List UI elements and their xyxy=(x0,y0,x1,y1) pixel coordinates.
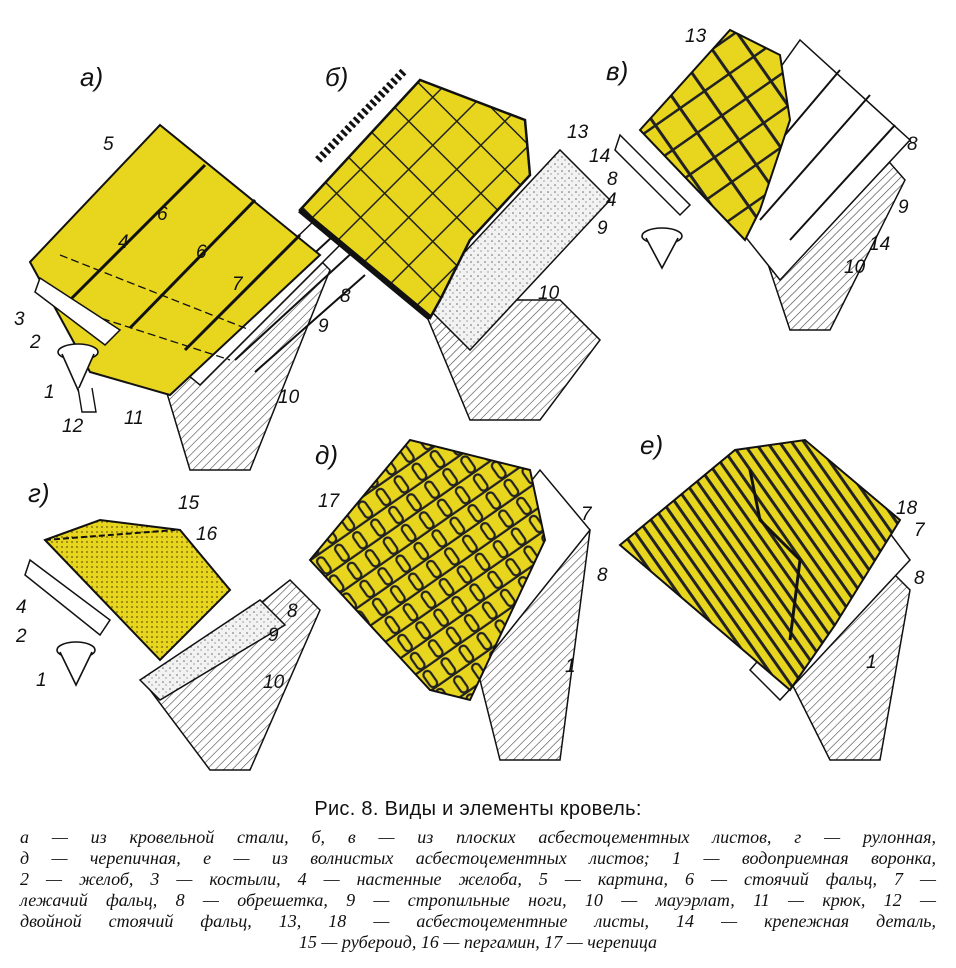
panel-label-d: д) xyxy=(315,440,339,470)
callout-v-8: 8 xyxy=(907,134,918,155)
caption-line: д — черепичная, е — из волнистых асбесто… xyxy=(20,848,936,868)
callout-e-1: 1 xyxy=(866,652,877,673)
panel-label-b: б) xyxy=(325,62,349,92)
callouts-e: 18 7 8 1 xyxy=(866,498,926,673)
callout-e-18: 18 xyxy=(896,498,918,519)
caption-line: 15 — рубероид, 16 — пергамин, 17 — череп… xyxy=(298,932,658,952)
callout-a-6b: 6 xyxy=(196,242,207,263)
callout-v-10: 10 xyxy=(844,257,866,278)
callout-a-6a: 6 xyxy=(157,204,168,225)
callouts-d: 17 7 8 1 xyxy=(318,491,608,677)
callout-b-13: 13 xyxy=(567,122,589,143)
callout-a-3: 3 xyxy=(14,309,25,330)
callout-g-9: 9 xyxy=(268,625,279,646)
caption-title: Рис. 8. Виды и элементы кровель: xyxy=(314,798,642,820)
callout-a-10: 10 xyxy=(278,387,300,408)
callout-g-16: 16 xyxy=(196,524,218,545)
callout-v-9: 9 xyxy=(898,197,909,218)
drawing-v xyxy=(614,28,912,331)
panel-label-e: е) xyxy=(640,430,664,460)
drawing-a xyxy=(28,123,366,471)
callouts-g: 15 16 4 2 1 8 9 10 xyxy=(15,493,298,693)
figure-caption: Рис. 8. Виды и элементы кровель: а — из … xyxy=(20,798,936,953)
caption-line: а — из кровельной стали, б, в — из плоск… xyxy=(20,827,936,847)
callout-v-13: 13 xyxy=(685,26,707,47)
callout-a-4: 4 xyxy=(118,232,129,253)
callout-g-4: 4 xyxy=(16,597,27,618)
caption-line: двойной стоячий фальц, 13, 18 — асбестоц… xyxy=(20,911,936,931)
panel-label-v: в) xyxy=(606,56,629,86)
figure-stage: а) б) в) г) д) е) xyxy=(14,26,926,771)
callout-d-1: 1 xyxy=(565,656,576,677)
panel-label-g: г) xyxy=(28,478,50,508)
callout-a-9: 9 xyxy=(318,316,329,337)
callouts-a: 1 2 3 4 5 6 6 7 8 9 10 11 12 xyxy=(14,134,351,437)
callout-b-14: 14 xyxy=(589,146,610,167)
callout-e-7: 7 xyxy=(914,520,926,541)
callout-b-8: 8 xyxy=(607,169,618,190)
drawing-b xyxy=(298,67,612,421)
callout-b-9: 9 xyxy=(597,218,608,239)
callout-g-15: 15 xyxy=(178,493,200,514)
callout-d-17: 17 xyxy=(318,491,341,512)
callouts-b: 13 14 8 9 10 xyxy=(538,122,618,304)
callout-v-14: 14 xyxy=(869,234,890,255)
drawing-g xyxy=(24,518,321,771)
panel-label-a: а) xyxy=(80,62,104,92)
callout-b-10: 10 xyxy=(538,283,560,304)
callouts-v: 13 4 8 9 14 10 xyxy=(606,26,918,278)
callout-v-4: 4 xyxy=(606,190,617,211)
caption-text: а — из кровельной стали, б, в — из плоск… xyxy=(20,827,936,953)
callout-a-8: 8 xyxy=(340,286,351,307)
callout-g-8: 8 xyxy=(287,601,298,622)
callout-g-10: 10 xyxy=(263,672,285,693)
callout-a-11: 11 xyxy=(124,408,144,429)
callout-a-5: 5 xyxy=(103,134,114,155)
caption-line: 2 — желоб, 3 — костыли, 4 — настенные же… xyxy=(20,869,936,889)
callout-a-2: 2 xyxy=(29,332,41,353)
callout-a-12: 12 xyxy=(62,416,84,437)
drawing-e xyxy=(618,438,911,761)
callout-d-7: 7 xyxy=(581,504,593,525)
caption-line: лежачий фальц, 8 — обрешетка, 9 — стропи… xyxy=(20,890,936,910)
drawing-d xyxy=(308,438,591,761)
callout-e-8: 8 xyxy=(914,568,925,589)
callout-a-1: 1 xyxy=(44,382,55,403)
callout-a-7: 7 xyxy=(232,274,244,295)
callout-g-1: 1 xyxy=(36,670,47,691)
roof-drawings: 1 2 3 4 5 6 6 7 8 9 10 11 12 13 14 8 9 1… xyxy=(14,26,926,771)
callout-d-8: 8 xyxy=(597,565,608,586)
callout-g-2: 2 xyxy=(15,626,27,647)
